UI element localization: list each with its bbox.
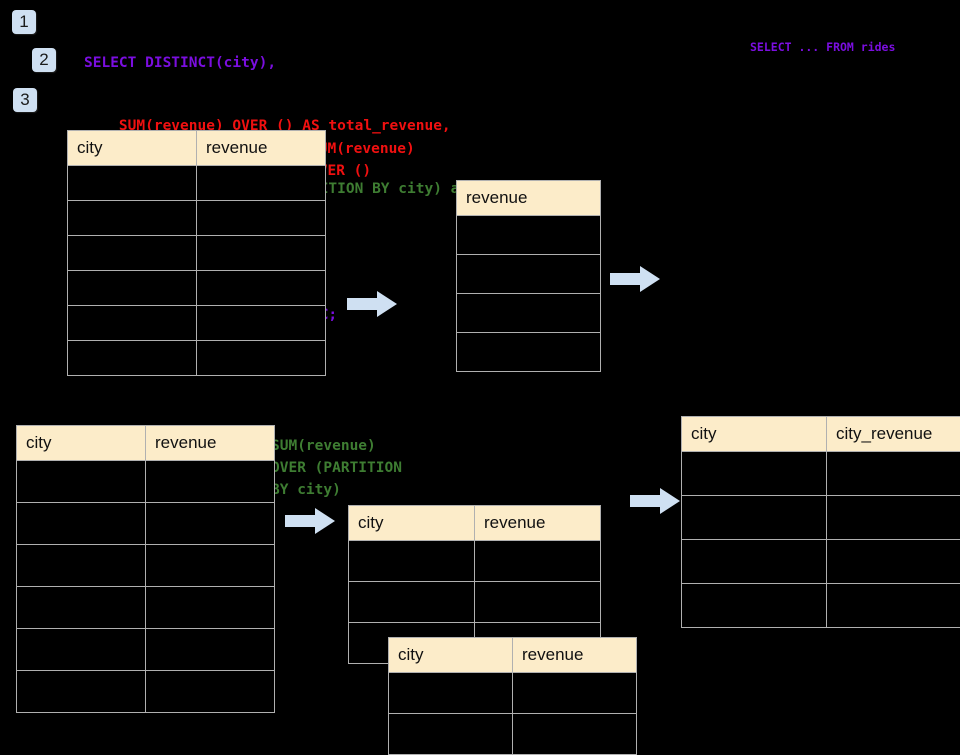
cell-city xyxy=(682,584,827,628)
cell-city xyxy=(349,582,475,623)
cell-revenue xyxy=(475,541,601,582)
table-row xyxy=(682,540,960,584)
table-row xyxy=(349,541,601,582)
cell-city-revenue xyxy=(827,540,960,584)
cell-city xyxy=(17,545,146,587)
cell-city xyxy=(68,201,197,236)
arrow-source-to-total xyxy=(347,291,397,317)
partition-group-table-front: city revenue xyxy=(388,637,637,755)
column-header-city-revenue: city_revenue xyxy=(827,417,960,452)
cell-city xyxy=(68,271,197,306)
cell-revenue xyxy=(146,587,275,629)
cell-city xyxy=(68,306,197,341)
table-header-row: city revenue xyxy=(17,426,275,461)
cell-revenue xyxy=(457,333,601,372)
table-row xyxy=(389,673,637,714)
table-row xyxy=(349,582,601,623)
cell-revenue xyxy=(457,216,601,255)
table-row xyxy=(68,236,326,271)
cell-revenue xyxy=(197,306,326,341)
table-row xyxy=(17,587,275,629)
cell-revenue xyxy=(475,582,601,623)
table-row xyxy=(682,584,960,628)
cell-revenue xyxy=(146,461,275,503)
result-table: city city_revenue xyxy=(681,416,960,628)
cell-revenue xyxy=(146,671,275,713)
arrow-total-to-result xyxy=(610,266,660,292)
cell-revenue xyxy=(197,166,326,201)
cell-city xyxy=(389,673,513,714)
cell-revenue xyxy=(457,255,601,294)
rides-source-table-top: city revenue xyxy=(67,130,326,376)
table-row xyxy=(68,306,326,341)
step-badge-3[interactable]: 3 xyxy=(13,88,37,112)
table-row xyxy=(682,496,960,540)
cell-revenue xyxy=(197,271,326,306)
cell-city xyxy=(17,587,146,629)
cell-revenue xyxy=(197,341,326,376)
cell-city-revenue xyxy=(827,452,960,496)
table-header-row: city revenue xyxy=(389,638,637,673)
cell-city xyxy=(17,461,146,503)
cell-revenue xyxy=(457,294,601,333)
column-header-city: city xyxy=(68,131,197,166)
column-header-city: city xyxy=(389,638,513,673)
rides-source-table-bottom: city revenue xyxy=(16,425,275,713)
cell-city-revenue xyxy=(827,584,960,628)
table-row xyxy=(457,255,601,294)
sql-aside-select-from-rides: SELECT ... FROM rides xyxy=(750,38,950,57)
column-header-city: city xyxy=(682,417,827,452)
table-header-row: city city_revenue xyxy=(682,417,960,452)
cell-city xyxy=(682,496,827,540)
table-row xyxy=(68,166,326,201)
step-badge-1[interactable]: 1 xyxy=(12,10,36,34)
table-row xyxy=(68,271,326,306)
table-row xyxy=(457,333,601,372)
table-row xyxy=(457,216,601,255)
cell-city xyxy=(349,541,475,582)
cell-revenue xyxy=(146,503,275,545)
table-header-row: city revenue xyxy=(349,506,601,541)
sql-line-select: SELECT DISTINCT(city), xyxy=(84,53,582,74)
cell-city xyxy=(17,503,146,545)
table-row xyxy=(17,461,275,503)
cell-revenue xyxy=(197,236,326,271)
table-row xyxy=(17,629,275,671)
table-header-row: city revenue xyxy=(68,131,326,166)
table-row xyxy=(68,201,326,236)
table-header-row: revenue xyxy=(457,181,601,216)
table-row xyxy=(17,503,275,545)
column-header-city: city xyxy=(349,506,475,541)
table-row xyxy=(68,341,326,376)
column-header-city: city xyxy=(17,426,146,461)
column-header-revenue: revenue xyxy=(475,506,601,541)
column-header-revenue: revenue xyxy=(146,426,275,461)
cell-revenue xyxy=(197,201,326,236)
table-row xyxy=(457,294,601,333)
step-badge-2[interactable]: 2 xyxy=(32,48,56,72)
arrow-partition-to-result xyxy=(630,488,680,514)
cell-revenue xyxy=(513,673,637,714)
total-revenue-table: revenue xyxy=(456,180,601,372)
cell-city xyxy=(682,452,827,496)
cell-revenue xyxy=(146,629,275,671)
cell-city-revenue xyxy=(827,496,960,540)
annotation-sum-over-partition: SUM(revenue) OVER (PARTITION BY city) xyxy=(271,435,402,501)
table-row xyxy=(682,452,960,496)
cell-city xyxy=(68,236,197,271)
column-header-revenue: revenue xyxy=(457,181,601,216)
table-row xyxy=(17,671,275,713)
cell-city xyxy=(68,341,197,376)
cell-city xyxy=(68,166,197,201)
column-header-revenue: revenue xyxy=(197,131,326,166)
cell-city xyxy=(17,671,146,713)
column-header-revenue: revenue xyxy=(513,638,637,673)
arrow-source-to-partition xyxy=(285,508,335,534)
cell-city xyxy=(682,540,827,584)
cell-city xyxy=(17,629,146,671)
cell-revenue xyxy=(146,545,275,587)
table-row xyxy=(17,545,275,587)
